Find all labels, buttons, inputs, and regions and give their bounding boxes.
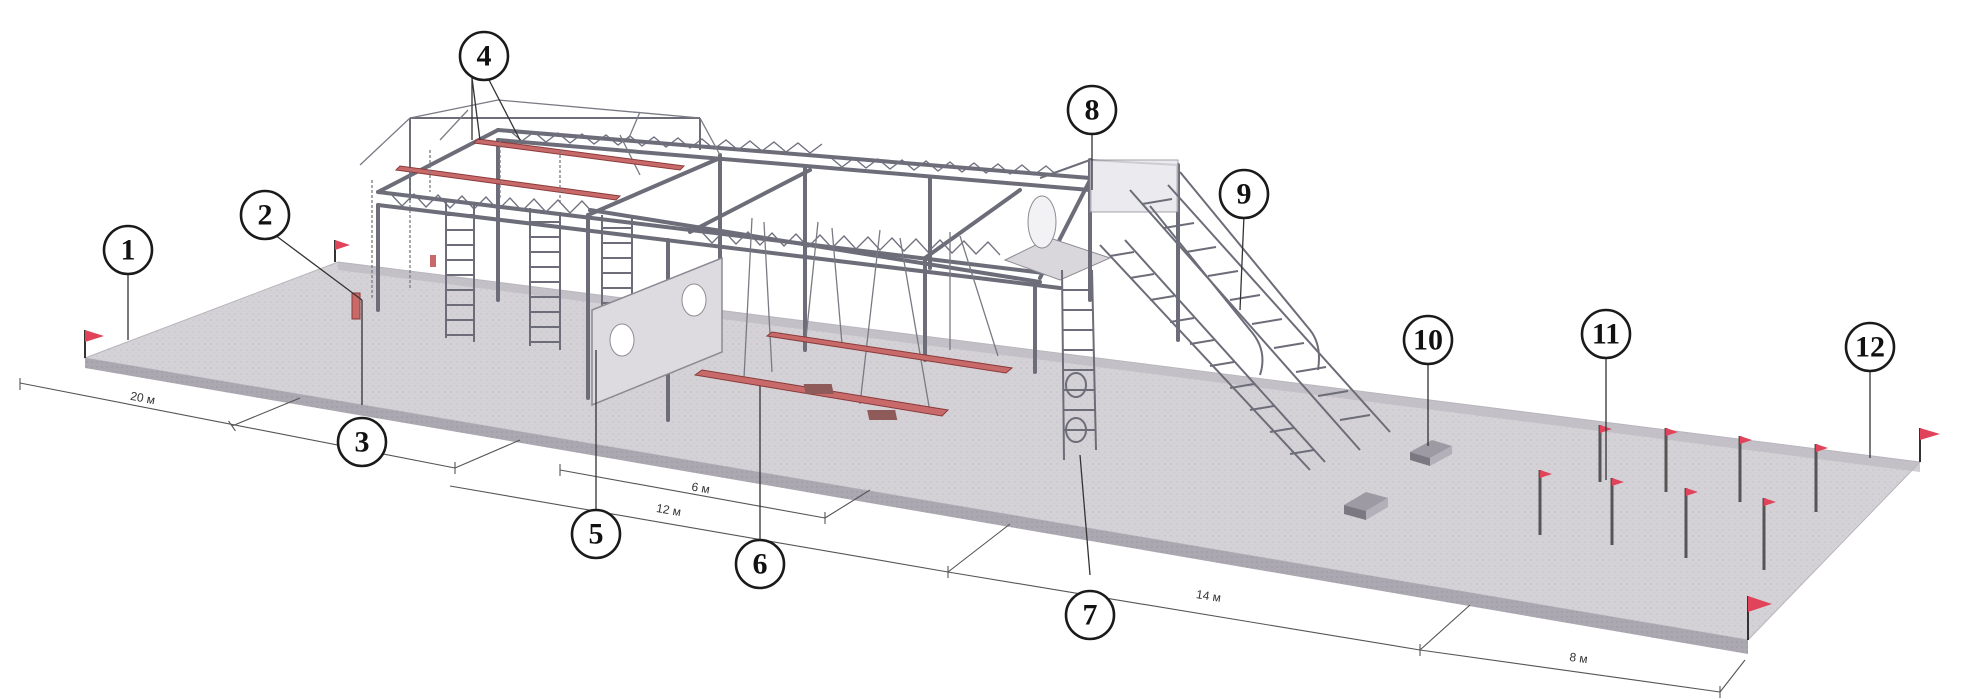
climbing-rope-marker-icon [430,255,436,267]
swinging-log-back [765,331,1014,374]
callout-8: 8 [1066,84,1118,136]
callout-leaders [127,77,1871,576]
svg-text:5: 5 [589,518,604,551]
ramp-ladder-left [1099,239,1326,471]
callout-9: 9 [1218,168,1270,220]
svg-text:8: 8 [1085,94,1100,127]
flags [84,240,1940,640]
slalom-post-5 [1684,488,1698,558]
platform-back-curb [338,262,1920,472]
wall-with-windows [591,256,723,407]
overhead-beam-upper [472,138,686,171]
svg-text:3: 3 [355,426,370,459]
svg-text:9: 9 [1237,178,1252,211]
slalom-post-6 [1738,436,1752,502]
dimension-14m: 14 м [1195,587,1222,605]
slalom-post-3 [1610,478,1624,545]
callout-7: 7 [1064,589,1116,641]
ground-platform [83,261,1922,654]
flag-back-right-icon [1919,428,1940,462]
svg-text:2: 2 [258,199,273,232]
platform-front-curb [85,358,1748,654]
dimension-8m: 8 м [1569,650,1589,666]
start-flag-icon [84,330,104,358]
dimension-6m: 6 м [690,480,710,497]
svg-text:1: 1 [121,234,136,267]
callouts: 1 2 3 4 5 6 7 8 9 10 11 12 [102,30,1896,641]
callout-10: 10 [1402,314,1454,366]
dimension-20m: 20 м [129,389,156,408]
tower-hatch-icon [1027,195,1057,249]
climbing-ladders [351,140,633,350]
callout-1: 1 [102,224,154,276]
svg-text:7: 7 [1083,599,1098,632]
svg-text:10: 10 [1413,324,1443,357]
dimension-12m: 12 м [655,501,682,519]
overhead-beam-lower [394,165,622,201]
dimension-lines: 20 м 6 м 12 м 14 м 8 м [19,378,1746,698]
step-block-front [1344,492,1388,511]
tower-cabin [1089,159,1179,213]
step-blocks [1344,440,1452,520]
slalom-post-8 [1814,444,1828,512]
step-block-back [1410,440,1452,458]
ramp-ladder-right [1129,171,1391,451]
callout-11: 11 [1580,308,1632,360]
callout-5: 5 [570,508,622,560]
wall-window-lower-icon [609,323,635,357]
svg-text:12: 12 [1855,331,1885,364]
vertical-ladder [1061,269,1097,461]
slalom-post-7 [1762,498,1776,570]
svg-text:4: 4 [477,40,492,73]
svg-text:6: 6 [753,548,768,581]
slalom-post-1 [1538,470,1552,535]
flag-back-left-icon [334,240,350,262]
climbing-rope-weight-icon [351,292,361,320]
finish-flag-icon [1747,596,1772,640]
tower [1003,158,1391,471]
slalom-posts [1538,425,1828,570]
ladder-2 [529,208,561,350]
svg-text:11: 11 [1592,318,1620,351]
callout-6: 6 [734,538,786,590]
callout-3: 3 [336,416,388,468]
overhead-beams [394,138,686,201]
slalom-post-4 [1664,428,1678,492]
tower-top-platform [1003,237,1112,281]
callout-12: 12 [1844,321,1896,373]
ladder-1 [445,200,475,342]
callout-2: 2 [239,189,291,241]
callout-4: 4 [458,30,510,82]
swinging-logs [693,217,1014,420]
wall-window-upper-icon [681,283,707,317]
